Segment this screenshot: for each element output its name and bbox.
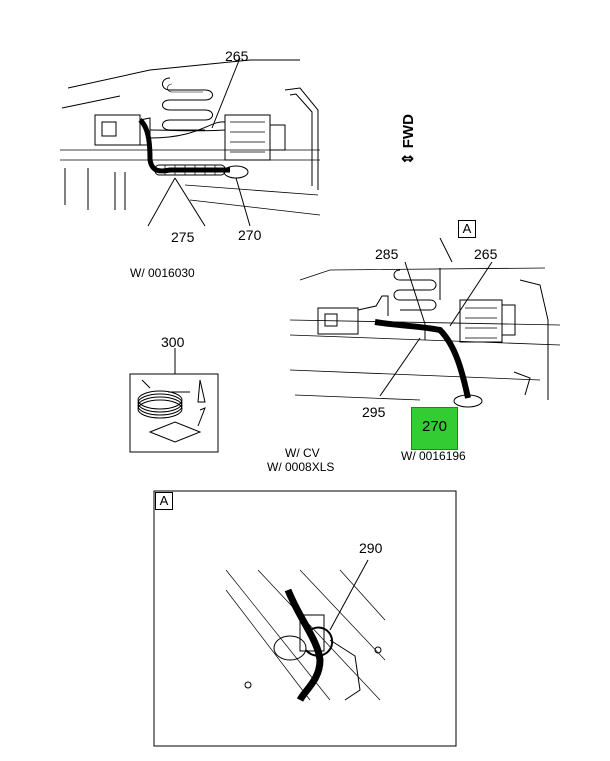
callout-270-highlight: 270 <box>411 407 458 450</box>
callout-285: 285 <box>375 246 399 262</box>
caption-top: W/ 0016030 <box>130 266 195 280</box>
callout-265-right: 265 <box>474 246 498 262</box>
fwd-label: ⇕ FWD <box>399 114 417 165</box>
callout-270-right: 270 <box>421 418 448 435</box>
double-arrow-icon: ⇕ <box>400 152 417 165</box>
callout-290: 290 <box>359 540 383 556</box>
callout-275: 275 <box>171 229 195 245</box>
view-a-reference: A <box>458 220 476 238</box>
right-harness-cable <box>374 319 471 399</box>
callout-265-top: 265 <box>225 48 249 64</box>
caption-middle-line1: W/ CV <box>285 446 320 460</box>
callout-295: 295 <box>362 404 386 420</box>
callout-270-top: 270 <box>238 227 262 243</box>
callout-300: 300 <box>161 334 185 350</box>
caption-middle-line2: W/ 0008XLS <box>267 460 335 474</box>
kit-300-drawing <box>129 348 219 453</box>
detail-harness-cable <box>284 588 324 702</box>
fwd-text: FWD <box>400 114 417 149</box>
right-assembly-drawing <box>289 237 561 408</box>
top-assembly-drawing <box>60 57 321 227</box>
detail-a-drawing <box>153 490 457 747</box>
top-harness-cable <box>138 118 230 174</box>
caption-right: W/ 0016196 <box>401 449 466 463</box>
detail-clamp <box>305 626 334 657</box>
detail-a-label: A <box>155 492 173 510</box>
